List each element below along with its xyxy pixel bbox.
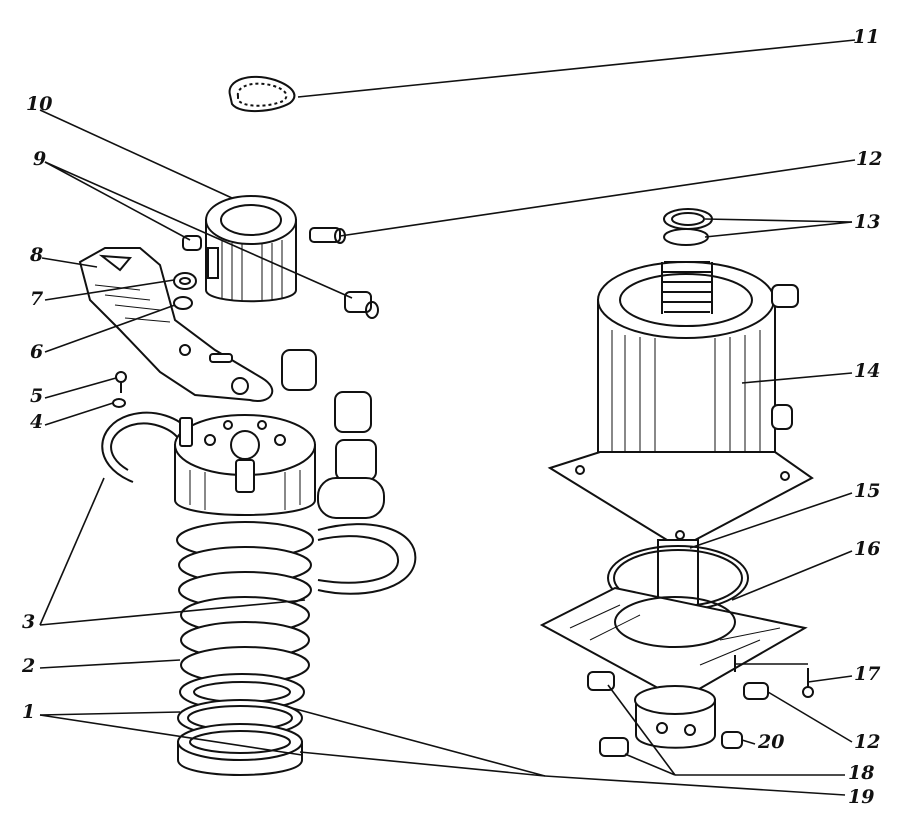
callout-6: 6 [30,341,44,363]
callout-4: 4 [30,411,44,433]
callout-16: 16 [854,538,881,560]
part-18-fittings [587,671,629,757]
callout-1: 1 [22,701,36,723]
part-12-fitting-upper [309,227,346,244]
callout-12-lower: 12 [854,731,881,753]
part-7-nut [173,272,197,290]
part-17-screw [802,668,814,698]
part-1-discs [177,673,305,776]
callout-10: 10 [26,93,53,115]
callout-13: 13 [854,211,881,233]
part-16-base-plate [539,586,808,702]
part-20-plug [721,731,743,749]
part-2-ring-stack [176,521,314,684]
part-18-lower-body [634,685,716,749]
callout-5: 5 [30,385,44,407]
column-assembly [174,349,385,776]
callout-14: 14 [854,360,881,382]
part-5-screw [115,371,127,393]
part-8-lever-plate [78,247,274,402]
callout-20: 20 [758,731,785,753]
part-4-washer [112,398,126,408]
leader-lines [39,39,856,796]
callout-7: 7 [30,288,44,310]
part-3-split-gasket [101,411,417,595]
callout-11: 11 [853,26,880,48]
callout-8: 8 [30,244,44,266]
callout-18: 18 [848,762,875,784]
callout-12-upper: 12 [856,148,883,170]
callout-9: 9 [33,148,47,170]
callout-17: 17 [854,663,881,685]
part-6-washer [173,296,193,310]
callout-19: 19 [848,786,875,808]
part-11-gasket [228,75,296,113]
part-14-cylinder [547,261,814,621]
callout-2: 2 [22,655,36,677]
callout-3: 3 [22,611,36,633]
part-9-fittings [182,235,379,319]
callout-15: 15 [854,480,881,502]
part-10-housing [205,195,297,303]
part-13-spring-caps [663,208,713,246]
